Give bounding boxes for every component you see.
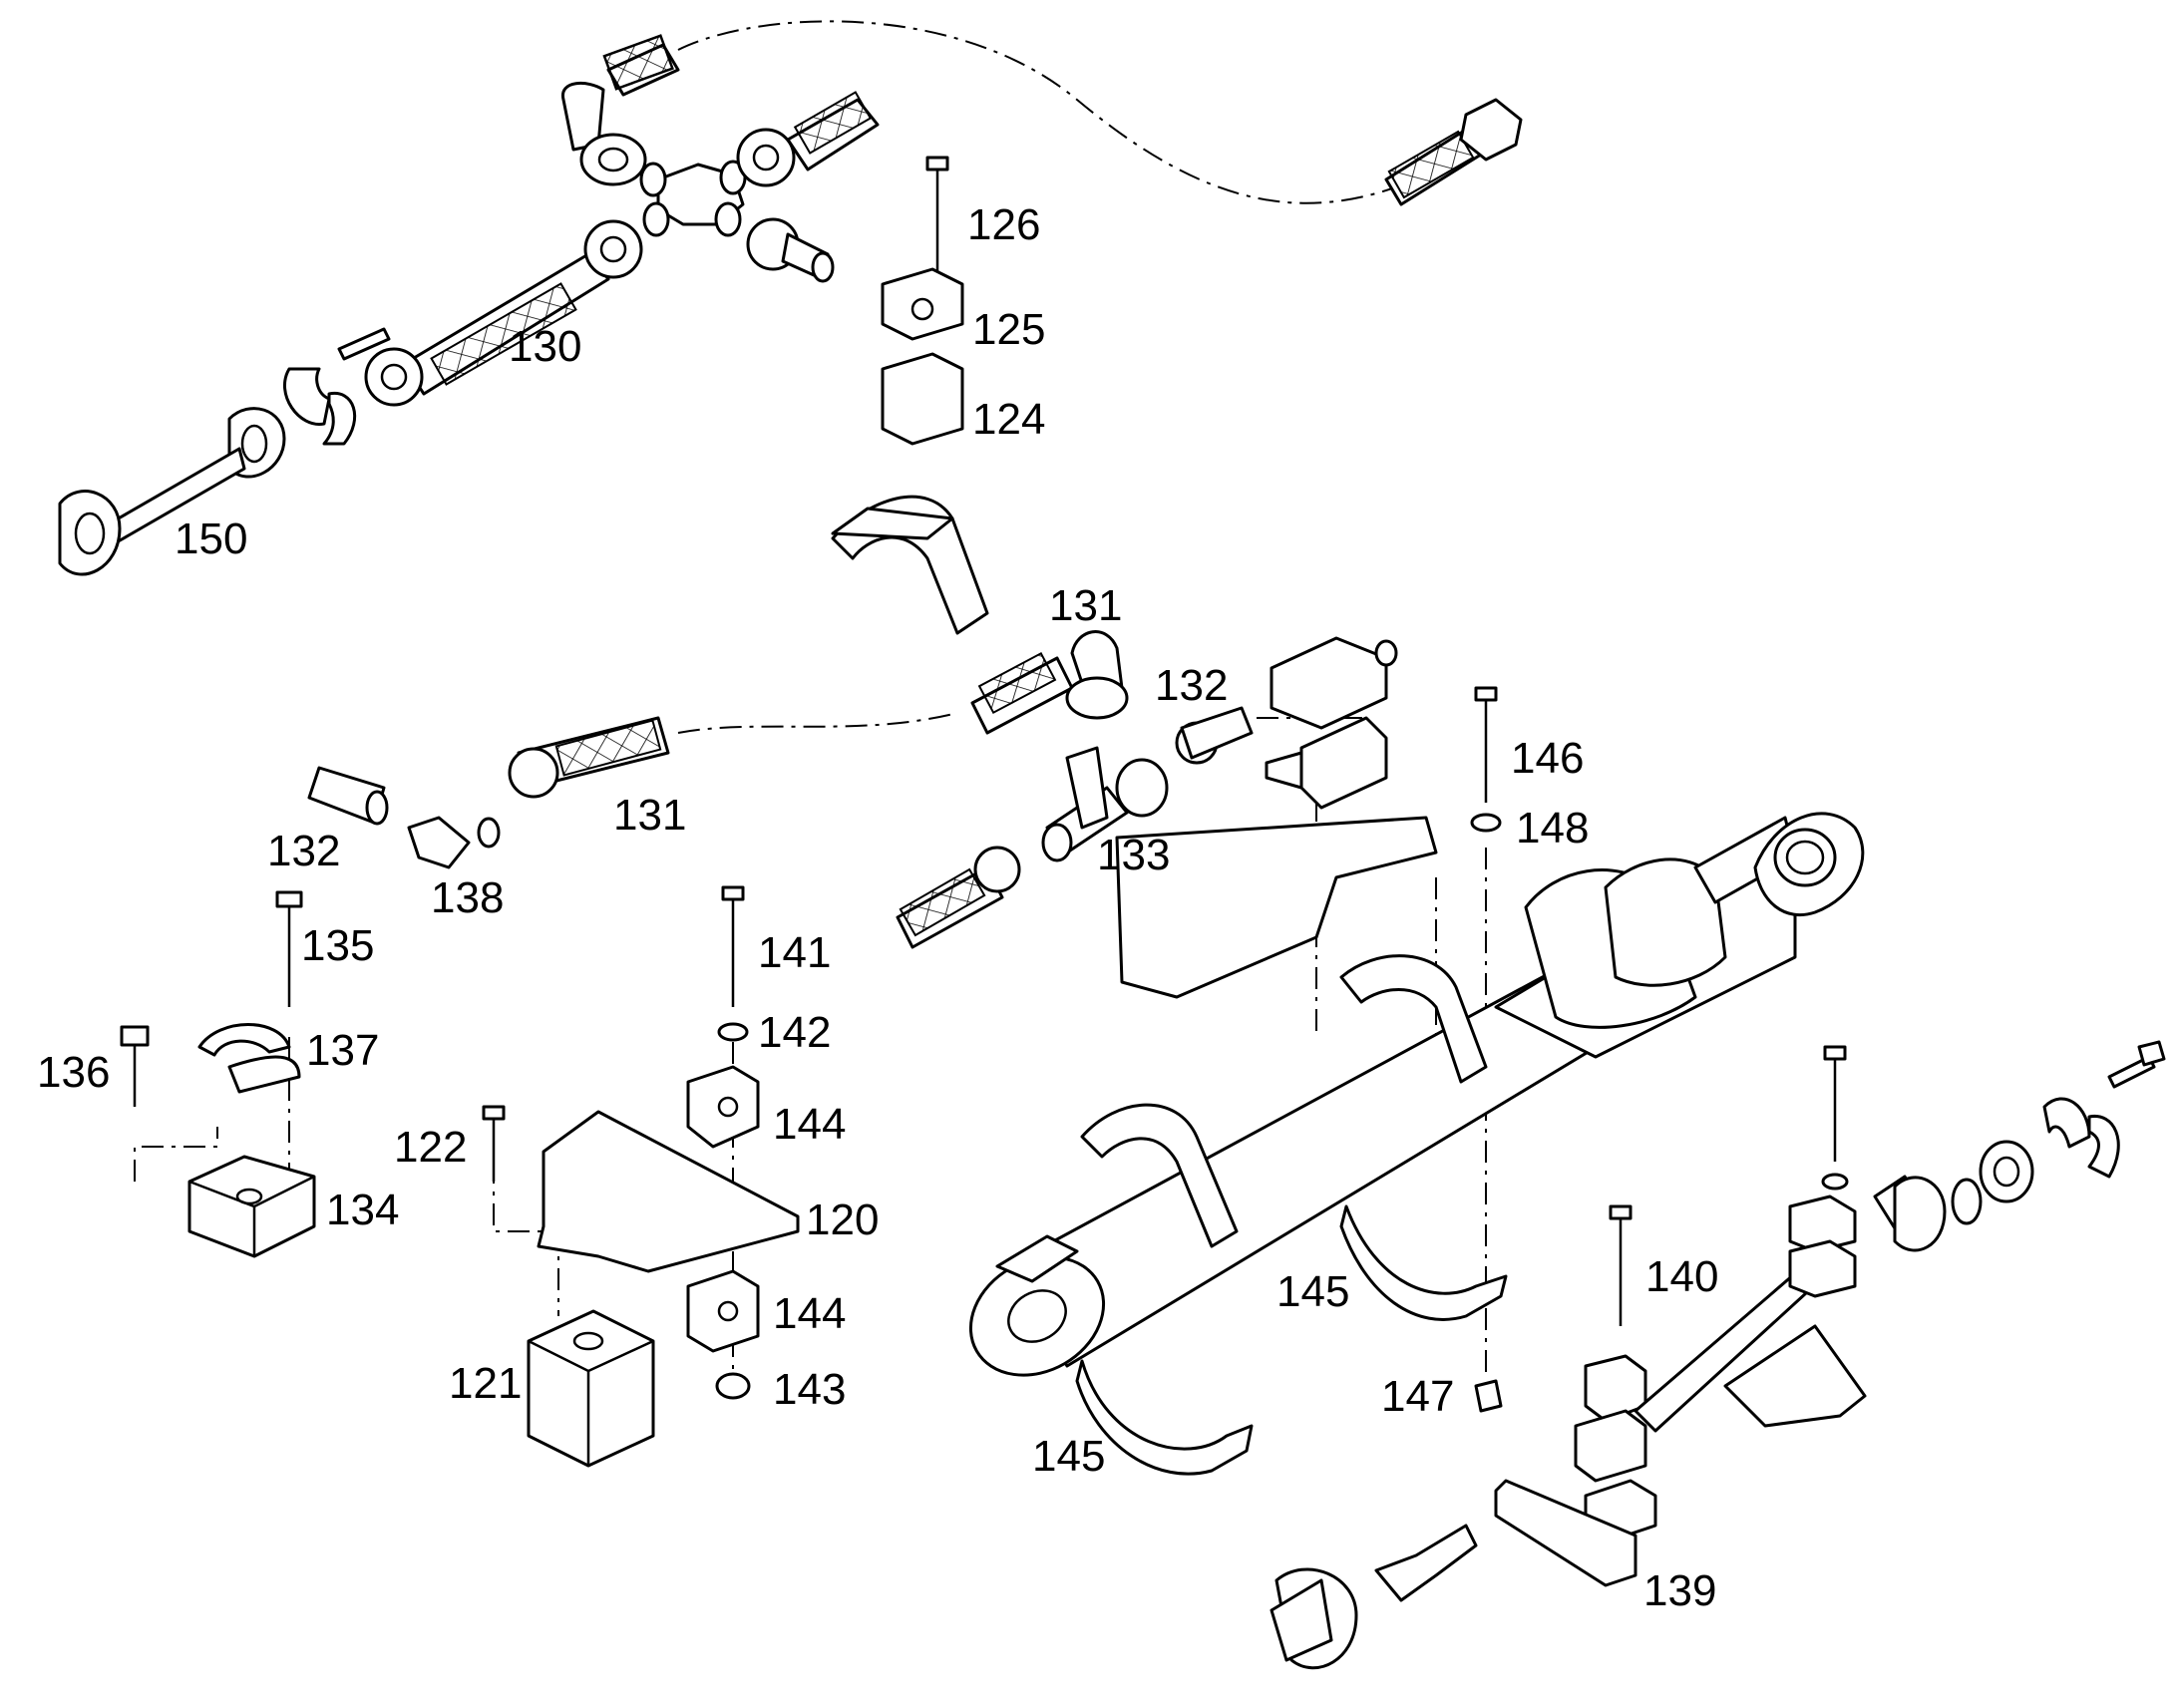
- label-132-right: 132: [1155, 661, 1228, 710]
- hydraulic-cylinder: [968, 812, 1865, 1377]
- label-121: 121: [449, 1359, 522, 1408]
- fittings-middle: [307, 495, 1398, 949]
- bracket-group-139-148: [1270, 686, 1867, 1670]
- plate-group-120-144: [482, 885, 800, 1468]
- label-135: 135: [301, 921, 374, 970]
- label-144-lower: 144: [773, 1289, 846, 1338]
- label-147: 147: [1381, 1372, 1454, 1421]
- label-120: 120: [806, 1196, 879, 1244]
- label-125: 125: [972, 305, 1045, 354]
- label-136: 136: [37, 1048, 110, 1097]
- label-138: 138: [431, 873, 504, 922]
- label-140: 140: [1645, 1252, 1718, 1301]
- block-group-134-137: [120, 890, 316, 1258]
- clamp-group-124-126: [881, 156, 964, 446]
- label-139: 139: [1643, 1566, 1716, 1615]
- hose-assembly-top: [58, 34, 880, 576]
- label-131-lower: 131: [613, 791, 686, 840]
- hose-end-upper-right: [1384, 98, 1523, 206]
- label-141: 141: [758, 928, 831, 977]
- label-146: 146: [1511, 734, 1584, 783]
- label-144-upper: 144: [773, 1100, 846, 1149]
- clamp-shells-145: [1075, 816, 1508, 1476]
- label-130: 130: [509, 322, 581, 371]
- label-142: 142: [758, 1008, 831, 1057]
- label-150: 150: [175, 514, 247, 563]
- label-131-upper: 131: [1049, 581, 1122, 630]
- label-145-middle: 145: [1276, 1267, 1349, 1316]
- label-132-left: 132: [267, 827, 340, 875]
- fittings-right: [1788, 1040, 2166, 1298]
- part-labels: 126 125 124 130 150 131 132 131 133 132 …: [37, 200, 1718, 1615]
- label-148: 148: [1516, 804, 1589, 853]
- label-143: 143: [773, 1365, 846, 1414]
- label-134: 134: [326, 1186, 399, 1234]
- label-126: 126: [967, 200, 1040, 249]
- label-124: 124: [972, 395, 1045, 444]
- label-137: 137: [306, 1026, 379, 1075]
- label-145-lower: 145: [1032, 1432, 1105, 1481]
- label-122: 122: [394, 1123, 467, 1172]
- label-133: 133: [1097, 831, 1170, 879]
